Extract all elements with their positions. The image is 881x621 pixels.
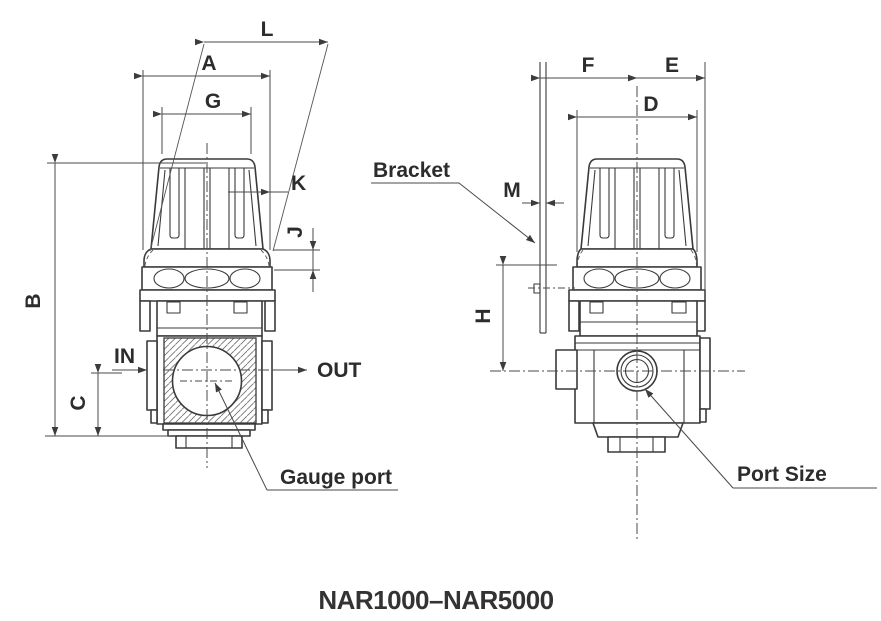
- regulator-body-side: [555, 335, 711, 424]
- dim-label-j: J: [284, 226, 307, 238]
- dim-G: G: [153, 90, 252, 154]
- bracket-label: Bracket: [373, 159, 450, 182]
- dim-label-c: C: [67, 395, 90, 410]
- port-size-label: Port Size: [737, 463, 827, 486]
- dim-label-l: L: [261, 18, 274, 41]
- flow-annotations: IN OUT: [112, 345, 362, 382]
- dim-label-m: M: [503, 179, 521, 202]
- gauge-port-label: Gauge port: [280, 466, 392, 489]
- dim-F-E: F E: [531, 54, 706, 300]
- bracket-callout: Bracket: [371, 159, 536, 244]
- front-centerlines: [163, 143, 273, 468]
- bracket-leader: [458, 182, 536, 244]
- dim-label-b: B: [22, 293, 45, 308]
- side-centerlines: [490, 86, 745, 540]
- out-port-boss: [261, 340, 273, 411]
- dim-label-g: G: [205, 90, 221, 113]
- in-label: IN: [114, 345, 135, 368]
- gauge-port-leader: [214, 382, 268, 491]
- dim-label-f: F: [582, 54, 595, 77]
- model-range-title: NAR1000–NAR5000: [318, 585, 553, 615]
- dim-D: D: [568, 93, 698, 252]
- dim-label-k: K: [291, 172, 306, 195]
- dim-label-a: A: [201, 52, 216, 75]
- front-view: L A G K J: [22, 18, 398, 491]
- side-view: F E D M H Bracket Port Size: [371, 54, 877, 540]
- dim-M: M: [503, 179, 564, 207]
- bracket-plate: [533, 62, 547, 334]
- dim-B: B: [22, 154, 206, 437]
- port-size-leader: [644, 388, 734, 489]
- dim-label-d: D: [643, 93, 658, 116]
- dim-J: J: [273, 226, 320, 292]
- out-label: OUT: [317, 359, 362, 382]
- in-boss-side: [555, 349, 578, 390]
- dim-label-e: E: [665, 54, 679, 77]
- bottom-cap: [162, 423, 256, 449]
- dim-A: A: [134, 52, 271, 250]
- port-size-callout: Port Size: [644, 388, 877, 489]
- in-port-boss: [146, 340, 158, 411]
- out-boss-side: [699, 337, 711, 410]
- regulator-body: [146, 335, 273, 425]
- bottom-cap-side: [592, 422, 684, 453]
- dim-H: H: [472, 256, 557, 371]
- dim-C: C: [67, 364, 122, 436]
- gauge-port-callout: Gauge port: [214, 382, 398, 491]
- dim-label-h: H: [472, 308, 495, 323]
- dim-K: K: [228, 172, 306, 196]
